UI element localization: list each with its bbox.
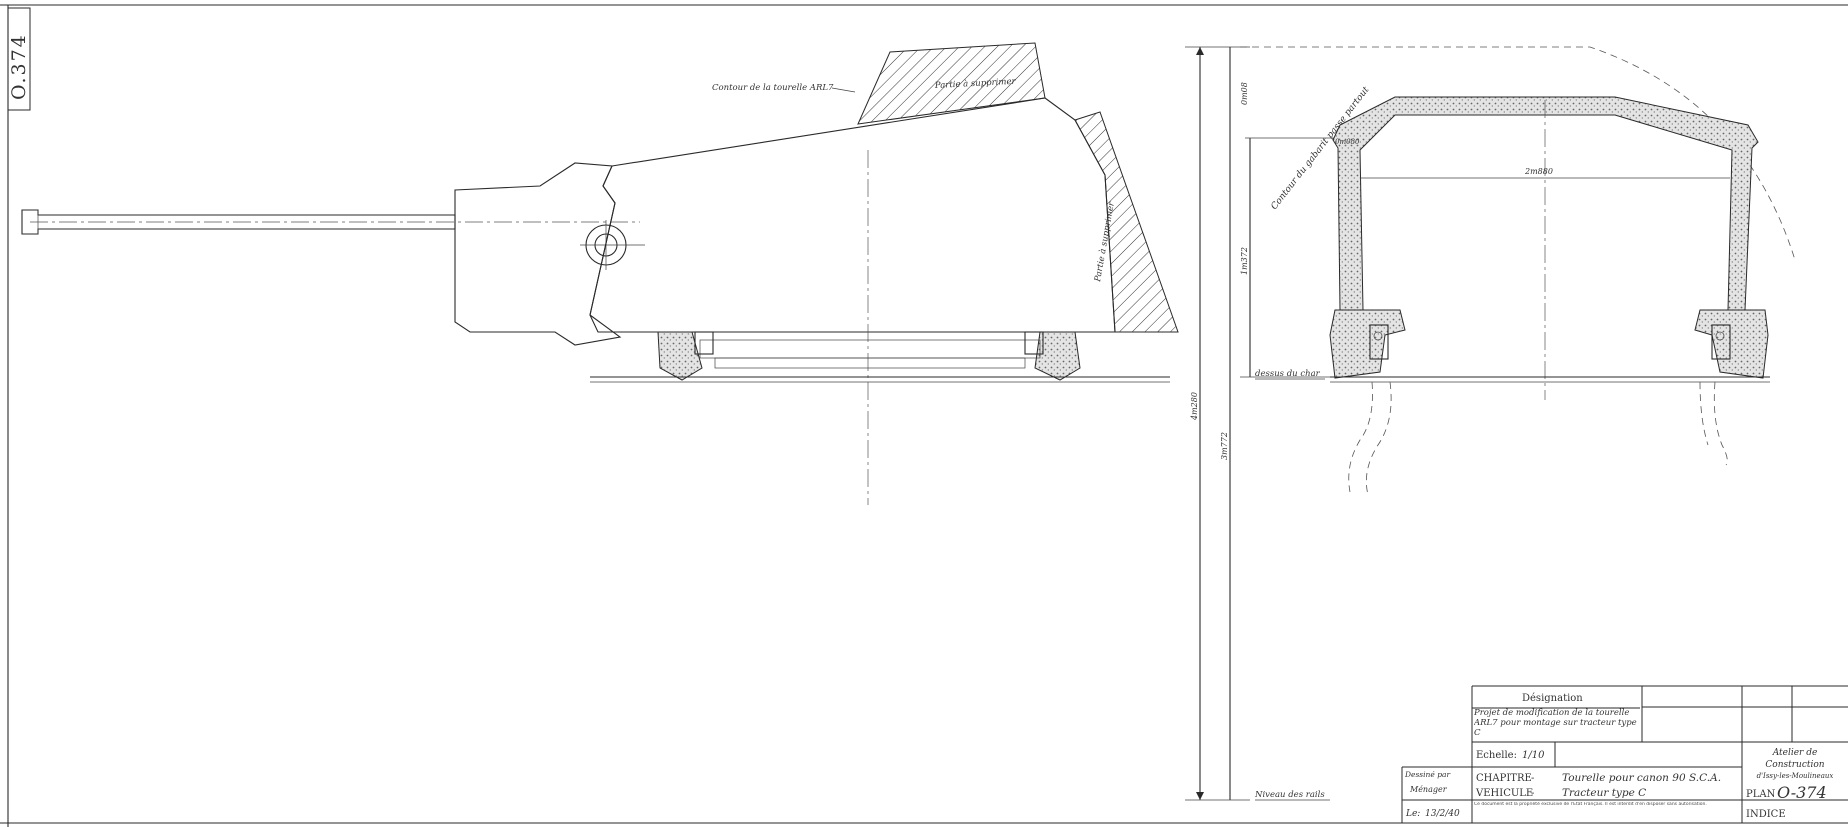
plan-stamp: O.374 (7, 7, 31, 111)
title-block: Désignation Projet de modification de la… (1401, 685, 1848, 823)
front-base-ring (1329, 309, 1770, 496)
removed-rear-part (1074, 111, 1179, 333)
chapter-label: CHAPITRE (1476, 773, 1532, 784)
front-view: 4m280 3m772 1m372 0m08 Contour du gabari… (1185, 46, 1796, 801)
svg-text:-: - (1531, 788, 1534, 799)
dim-top: 0m08 (1240, 82, 1249, 105)
removed-top-part (857, 42, 1046, 125)
dim-rail-to-deck: 3m772 (1220, 432, 1229, 460)
mantlet (30, 162, 645, 346)
plan-label: PLAN (1746, 789, 1776, 800)
designation-header: Désignation (1522, 693, 1583, 704)
svg-text:-: - (1531, 773, 1534, 784)
dim-turret-height: 1m372 (1240, 247, 1249, 275)
plan-number: O-374 (1777, 783, 1827, 802)
gauge-contour (1240, 46, 1796, 261)
designation-text: Projet de modification de la tourelle AR… (1474, 708, 1637, 738)
label-part-removed: Partie à supprimer (934, 76, 1017, 91)
plan-stamp-text: O.374 (8, 33, 30, 100)
sheet-border (0, 4, 1848, 827)
index-label: INDICE (1746, 809, 1786, 820)
dim-side-offset: 0m080 (1335, 138, 1360, 146)
chapter-value: Tourelle pour canon 90 S.C.A. (1562, 772, 1721, 784)
vehicle-value: Tracteur type C (1562, 787, 1646, 799)
label-rail-level: Niveau des rails (1254, 790, 1325, 800)
height-dimensions: 4m280 3m772 1m372 0m08 (1185, 46, 1340, 800)
turret-section: 2m880 0m080 (1332, 96, 1759, 400)
turret-body (589, 42, 1179, 505)
workshop-line3: d'Issy-les-Moulineaux (1757, 772, 1834, 780)
drawn-by-value: Ménager (1409, 785, 1448, 794)
workshop-line2: Construction (1765, 760, 1824, 770)
side-view: Contour de la tourelle ARL7 Partie à sup… (21, 42, 1179, 505)
dim-total-height: 4m280 (1190, 392, 1199, 421)
date-value: 13/2/40 (1425, 809, 1460, 819)
scale-label: Echelle: (1476, 750, 1517, 761)
label-turret-contour: Contour de la tourelle ARL7 (712, 83, 834, 93)
date-label: Le: (1405, 809, 1420, 819)
legal-notice: Ce document est la propriété exclusive d… (1474, 802, 1707, 807)
turret-ring-base (590, 331, 1170, 383)
vehicle-label: VEHICULE (1475, 788, 1533, 799)
label-deck-top: dessus du char (1255, 369, 1321, 379)
scale-value: 1/10 (1522, 750, 1545, 761)
drawn-by-label: Dessiné par (1404, 770, 1450, 779)
workshop-line1: Atelier de (1772, 748, 1818, 758)
dim-inner-width: 2m880 (1524, 167, 1553, 176)
